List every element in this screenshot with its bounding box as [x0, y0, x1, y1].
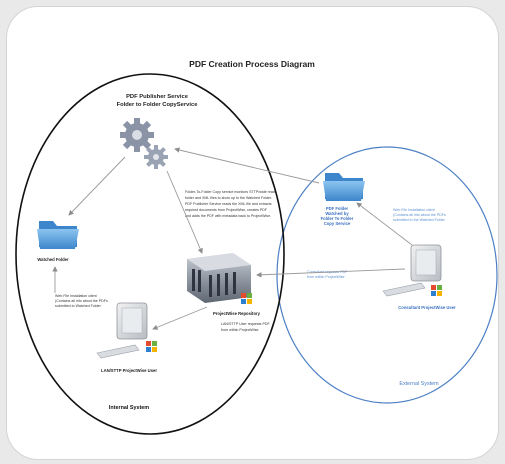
svg-text:submitted to the Watched Folde: submitted to the Watched Folder: [393, 218, 446, 222]
svg-text:(Contains all info about the P: (Contains all info about the PDFs: [393, 213, 446, 217]
repository-note-line1: LAN/STTP User requests PDF: [221, 322, 270, 326]
svg-text:and adds the PDF with metadata: and adds the PDF with metadata back to P…: [185, 214, 271, 218]
repository-label: ProjectWise Repository: [213, 311, 261, 316]
server-icon: [187, 253, 252, 304]
svg-text:Folder-To-Folder Copy service: Folder-To-Folder Copy service monitors S…: [185, 190, 275, 194]
svg-text:Watched by: Watched by: [325, 211, 349, 216]
pdf-process-diagram: PDF Creation Process Diagram PDF Publish…: [15, 59, 498, 435]
internal-system-label: Internal System: [109, 405, 149, 411]
external-system-ellipse: [276, 146, 498, 404]
svg-text:folder and XML files to show u: folder and XML files to show up to the W…: [185, 196, 272, 200]
internal-system-ellipse: [15, 73, 285, 435]
svg-text:submitted to Watched Folder: submitted to Watched Folder: [55, 304, 102, 308]
external-upload-note: Web File Installation client (Contains a…: [393, 208, 446, 222]
svg-text:required documents from Projec: required documents from ProjectWise, cre…: [185, 208, 268, 212]
repository-note-line2: from within ProjectWise: [221, 328, 259, 332]
arrow-service-to-repository: [166, 170, 203, 254]
watched-folder-label: Watched Folder: [37, 257, 69, 262]
watched-folder-icon: [37, 221, 79, 249]
lan-user-computer-icon: [96, 302, 157, 359]
service-note: Folder-To-Folder Copy service monitors S…: [185, 190, 275, 218]
flow-arrows: [52, 147, 413, 330]
consultant-label: Consultant ProjectWise User: [398, 305, 456, 310]
diagram-title: PDF Creation Process Diagram: [189, 59, 315, 69]
service-title-line1: PDF Publisher Service: [126, 94, 189, 100]
arrow-service-to-watched-folder: [68, 156, 126, 216]
svg-text:PDF Publisher Service reads th: PDF Publisher Service reads the XML file…: [185, 202, 272, 206]
svg-text:Folder To Folder: Folder To Folder: [321, 216, 354, 221]
svg-text:PDF Folder: PDF Folder: [326, 206, 349, 211]
svg-text:Web File Installation client: Web File Installation client: [55, 294, 97, 298]
arrow-repository-to-lan-user: [152, 306, 208, 330]
request-note-line2: from within ProjectWise: [307, 275, 345, 279]
arrow-consultant-to-external-folder: [356, 202, 413, 246]
service-title-line2: Folder to Folder CopyService: [117, 102, 199, 108]
svg-text:(Contains all info about the P: (Contains all info about the PDFs: [55, 299, 108, 303]
svg-text:Copy Service: Copy Service: [324, 221, 351, 226]
external-system-label: External System: [399, 381, 439, 387]
gears-icon: [120, 118, 168, 169]
external-folder-icon: [323, 173, 365, 201]
arrow-external-folder-to-service: [174, 147, 320, 184]
external-folder-label: PDF Folder Watched by Folder To Folder C…: [321, 206, 354, 226]
arrow-consultant-to-repository: [256, 268, 406, 278]
consultant-computer-icon: [382, 244, 442, 297]
slide-frame: PDF Creation Process Diagram PDF Publish…: [6, 6, 499, 460]
svg-text:Web File Installation client: Web File Installation client: [393, 208, 435, 212]
lan-note: Web File Installation client (Contains a…: [55, 294, 108, 308]
lan-user-label: LAN/STTP ProjectWise User: [101, 368, 157, 373]
